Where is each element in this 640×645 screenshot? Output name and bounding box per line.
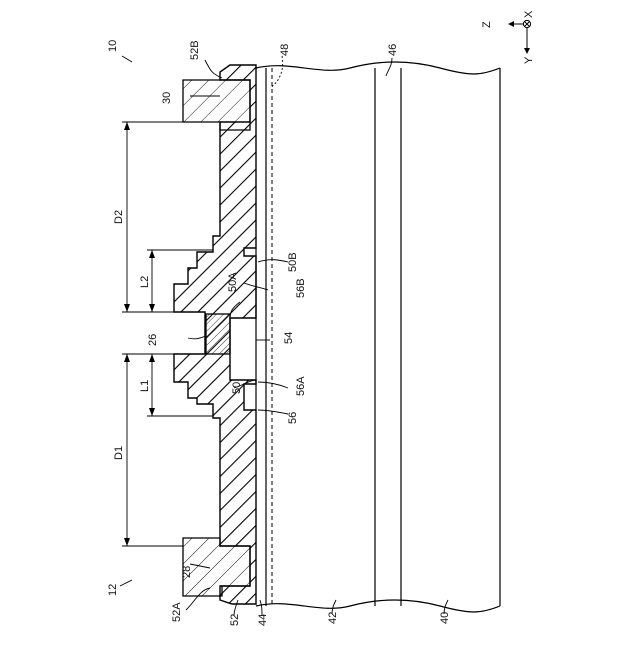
label-D1: D1 [113,446,125,460]
label-42: 42 [327,612,339,624]
label-52A: 52A [171,602,183,622]
dimension-lines [122,122,213,546]
label-54: 54 [283,332,295,344]
label-50B: 50B [287,252,299,272]
label-26: 26 [147,334,159,346]
gate-26 [206,314,230,354]
label-56A: 56A [295,376,307,396]
label-50A: 50A [227,272,239,292]
wavy-break-bottom [256,600,500,612]
axis-label-x: X [523,10,535,18]
label-10: 10 [107,40,119,52]
label-44: 44 [257,614,269,626]
label-D2: D2 [113,210,125,224]
reference-labels: 10 52B 48 46 30 D2 L2 50B 50A 56B 26 54 … [107,40,451,626]
axis-label-y: Y [523,56,535,64]
label-46: 46 [387,44,399,56]
label-40: 40 [439,612,451,624]
label-52B: 52B [189,40,201,60]
label-56: 56 [287,412,299,424]
label-L1: L1 [139,380,151,392]
axis-label-z: Z [481,21,493,28]
label-28: 28 [181,566,193,578]
electrode-30 [183,80,250,130]
label-56B: 56B [295,278,307,298]
label-52: 52 [229,614,241,626]
label-L2: L2 [139,276,151,288]
wavy-break-top [256,62,500,74]
label-12: 12 [107,584,119,596]
label-48: 48 [279,44,291,56]
coordinate-axes: Z X Y [481,10,535,64]
label-50: 50 [231,382,243,394]
label-30: 30 [161,92,173,104]
